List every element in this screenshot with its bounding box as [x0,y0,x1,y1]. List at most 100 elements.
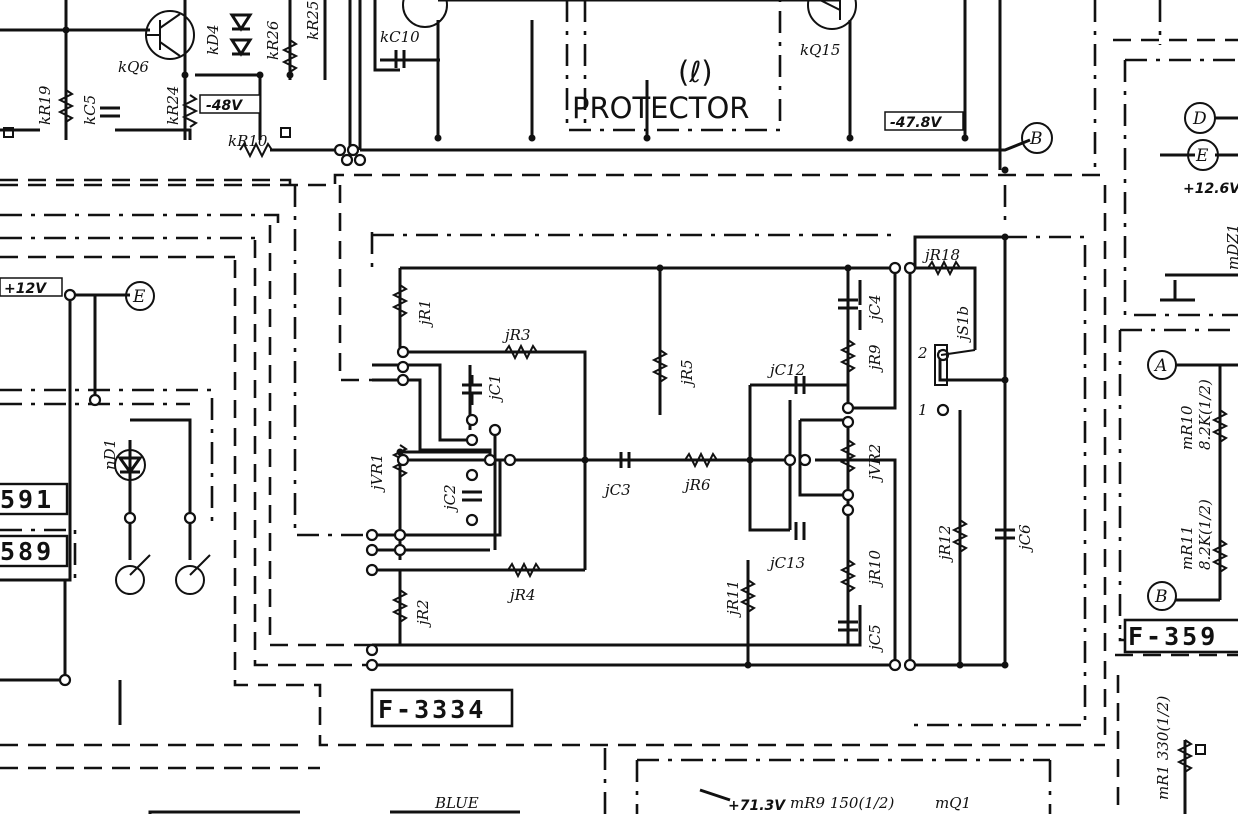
svg-text:kR19: kR19 [36,85,54,125]
svg-text:kD4: kD4 [204,24,222,55]
capacitor-jC1 [462,375,482,405]
resistor-mR1 [1176,739,1194,773]
channel-label: (ℓ) [678,55,713,89]
resistors [57,39,1229,773]
svg-text:mR11: mR11 [1178,525,1196,570]
resistor-jR6 [684,451,718,469]
svg-text:jR11: jR11 [724,580,742,618]
svg-text:8.2K(1/2): 8.2K(1/2) [1196,379,1214,450]
jack-circle-2 [175,565,205,595]
connectors: E B D E A B [125,102,1219,611]
svg-text:jC4: jC4 [866,294,884,323]
voltage-minus-48: -48V [206,98,243,114]
svg-text:mR1 330(1/2): mR1 330(1/2) [1154,696,1172,800]
diode-kD4 [229,13,253,57]
resistor-jVR2 [839,439,857,473]
connector-E-left: E [132,287,146,307]
voltage-plus-12: +12V [4,281,47,297]
capacitor-kC10 [394,50,406,68]
svg-text:jR1: jR1 [416,300,434,329]
test-point-markers [3,127,1206,755]
board-label-left-top: 591 [0,485,54,514]
svg-text:jC1: jC1 [486,374,504,403]
resistor-kR24 [181,94,199,128]
svg-text:jR9: jR9 [866,344,884,373]
svg-text:mR10: mR10 [1178,405,1196,450]
resistor-jR9 [839,339,857,373]
svg-text:jR4: jR4 [507,586,536,604]
connector-D: D [1192,109,1207,129]
capacitor-jC2 [462,490,482,502]
connector-B-top: B [1029,129,1043,149]
resistor-jR18 [927,259,961,277]
svg-text:kC5: kC5 [81,95,99,125]
svg-text:jS1b: jS1b [954,306,972,343]
resistor-kR19 [57,89,75,123]
resistor-jR11 [739,579,757,613]
diode-nD1 [114,449,146,481]
resistor-jR5 [651,349,669,383]
capacitor-jC6 [995,528,1015,540]
svg-text:jVR1: jVR1 [368,454,386,493]
transistor-kQ15-left [402,0,448,28]
svg-text:jC13: jC13 [767,554,805,572]
resistor-jR12 [951,519,969,553]
resistor-jR3 [504,343,538,361]
svg-text:jC3: jC3 [602,481,631,499]
svg-text:jR12: jR12 [936,525,954,563]
semiconductors [114,0,857,595]
svg-text:nD1: nD1 [101,439,119,470]
svg-text:2: 2 [917,344,928,362]
svg-text:jC6: jC6 [1016,524,1034,553]
svg-text:mQ1: mQ1 [935,794,971,812]
svg-text:jC12: jC12 [767,361,805,379]
page-title: PROTECTOR [572,91,749,125]
svg-text:jR2: jR2 [414,600,432,629]
svg-text:kR25: kR25 [304,1,322,40]
resistor-mR10 [1211,409,1229,443]
capacitor-jC12 [794,376,806,394]
resistor-kR26 [281,39,299,73]
capacitor-kC5 [100,106,120,118]
svg-text:jR6: jR6 [682,476,711,494]
switch-jS1b: 2 1 jS1b [917,306,976,419]
connector-A: A [1153,356,1167,376]
svg-text:kR10: kR10 [228,132,268,150]
capacitors [100,50,1015,632]
resistor-jR10 [839,559,857,593]
svg-text:mR9 150(1/2): mR9 150(1/2) [790,794,894,812]
junctions [58,26,1009,687]
svg-text:8.2K(1/2): 8.2K(1/2) [1196,499,1214,570]
voltage-minus-47-8: -47.8V [890,115,942,131]
capacitor-jC5 [838,620,858,632]
capacitor-jC3 [619,452,631,468]
board-label-left-bottom: 589 [0,537,54,566]
connector-E-right: E [1195,146,1209,166]
connector-B-right: B [1154,587,1168,607]
jack-circle-1 [115,565,145,595]
board-label-right: F-359 [1128,622,1218,651]
svg-text:jR3: jR3 [502,326,531,344]
svg-text:1: 1 [918,401,928,419]
svg-text:jR5: jR5 [678,360,696,389]
svg-text:kR24: kR24 [164,86,182,125]
board-label-main: F-3334 [378,695,486,724]
capacitor-jC13 [794,522,806,540]
resistor-jR4 [507,561,541,579]
wire-color-label: BLUE [434,794,479,812]
svg-text:jR18: jR18 [922,246,960,264]
resistor-mR11 [1211,539,1229,573]
resistor-jR1 [391,284,409,318]
svg-text:jC5: jC5 [866,624,884,653]
svg-text:jVR2: jVR2 [866,444,884,483]
resistor-kR10 [239,141,273,159]
capacitor-jC4 [838,298,858,310]
svg-text:kQ6: kQ6 [118,58,149,76]
voltage-plus-71-3: +71.3V [728,798,786,814]
svg-text:jC2: jC2 [441,484,459,513]
resistor-jR2 [391,589,409,623]
svg-text:mDZ1: mDZ1 [1224,224,1238,270]
